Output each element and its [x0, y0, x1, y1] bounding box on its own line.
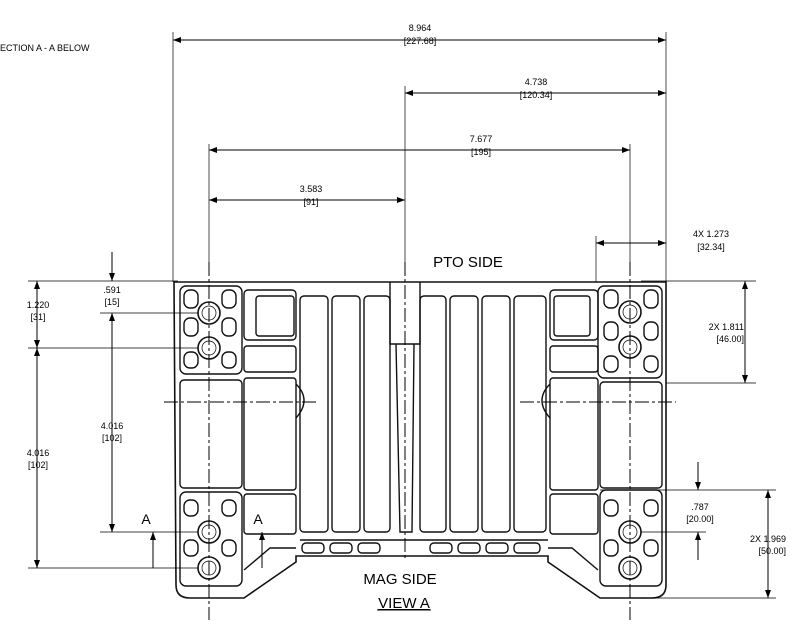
dim-vertical-outer-in: 4.016 — [27, 448, 50, 458]
dim-vertical-inner-mm: [102] — [102, 433, 122, 443]
dim-right-bottom-offset-mm: [20.00] — [686, 514, 714, 524]
bottom-side-label: MAG SIDE — [363, 571, 436, 588]
top-side-label: PTO SIDE — [433, 254, 503, 271]
dim-right-bottom-offset-in: .787 — [691, 502, 709, 512]
dim-overall-width-in: 8.964 — [409, 23, 432, 33]
dim-vertical-inner-in: 4.016 — [101, 421, 124, 431]
dim-hole-top-mm: [15] — [104, 297, 119, 307]
dimension-lines — [34, 37, 771, 598]
dim-left-top-mm: [31] — [30, 312, 45, 322]
dim-hole-span-mm: [195] — [471, 147, 491, 157]
view-labels: PTO SIDE MAG SIDE VIEW A A A — [141, 254, 503, 612]
dim-hole-center-in: 3.583 — [300, 184, 323, 194]
dim-right-offset-in: 4X 1.273 — [693, 229, 729, 239]
dim-right-offset-mm: [32.34] — [697, 242, 725, 252]
dimension-labels: 8.964 [227.68] 4.738 [120.34] 7.677 [195… — [27, 23, 786, 556]
view-title: VIEW A — [378, 595, 430, 612]
section-note: ECTION A - A BELOW — [0, 43, 90, 53]
dim-vertical-outer-mm: [102] — [28, 460, 48, 470]
dim-hole-span-in: 7.677 — [470, 134, 493, 144]
center-lines — [164, 262, 676, 620]
dim-right-bottom-pair-mm: [50.00] — [758, 546, 786, 556]
dim-center-right-mm: [120.34] — [520, 90, 553, 100]
dim-left-top-in: 1.220 — [27, 300, 50, 310]
dim-hole-center-mm: [91] — [303, 197, 318, 207]
extension-lines — [28, 32, 776, 599]
dim-overall-width-mm: [227.68] — [404, 36, 437, 46]
dim-right-bottom-pair-in: 2X 1.969 — [750, 534, 786, 544]
dim-hole-top-in: .591 — [103, 285, 121, 295]
section-marker-right: A — [253, 511, 263, 527]
dim-right-top-pair-mm: [46.00] — [716, 334, 744, 344]
dim-right-top-pair-in: 2X 1.811 — [709, 322, 744, 332]
section-marker-left: A — [141, 511, 151, 527]
bracket-body — [173, 281, 667, 599]
dim-center-right-in: 4.738 — [525, 77, 548, 87]
